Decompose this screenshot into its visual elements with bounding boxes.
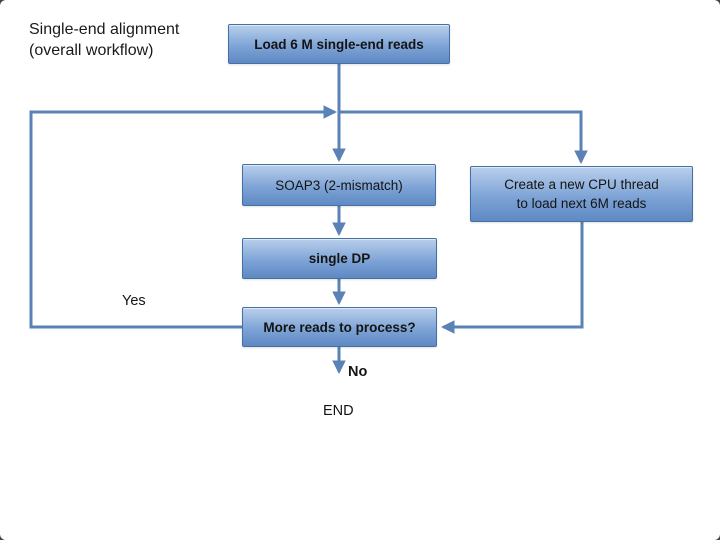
diagram-title-line1: Single-end alignment (29, 21, 180, 38)
node-soap3: SOAP3 (2-mismatch) (242, 164, 436, 206)
node-soap3-label: SOAP3 (2-mismatch) (275, 177, 403, 193)
end-label: END (323, 403, 354, 419)
yes-edge-label: Yes (122, 293, 146, 309)
connector-to-create-thread (339, 110, 588, 165)
diagram-title-line2: (overall workflow) (29, 42, 154, 59)
diagram-title: Single-end alignment (overall workflow) (29, 19, 179, 61)
node-create-cpu-thread-line2: to load next 6M reads (516, 196, 647, 211)
node-more-reads: More reads to process? (242, 307, 437, 347)
connector-yes-loop (29, 105, 338, 329)
node-single-dp-label: single DP (308, 251, 371, 266)
node-create-cpu-thread-line1: Create a new CPU thread (504, 177, 659, 192)
no-edge-label: No (348, 364, 368, 380)
node-load-reads: Load 6 M single-end reads (228, 24, 450, 64)
connector-create-to-morereads (440, 222, 584, 334)
node-create-cpu-thread: Create a new CPU thread to load next 6M … (470, 166, 693, 222)
node-more-reads-label: More reads to process? (263, 319, 416, 335)
node-single-dp: single DP (242, 238, 437, 279)
node-load-reads-label: Load 6 M single-end reads (254, 36, 424, 52)
